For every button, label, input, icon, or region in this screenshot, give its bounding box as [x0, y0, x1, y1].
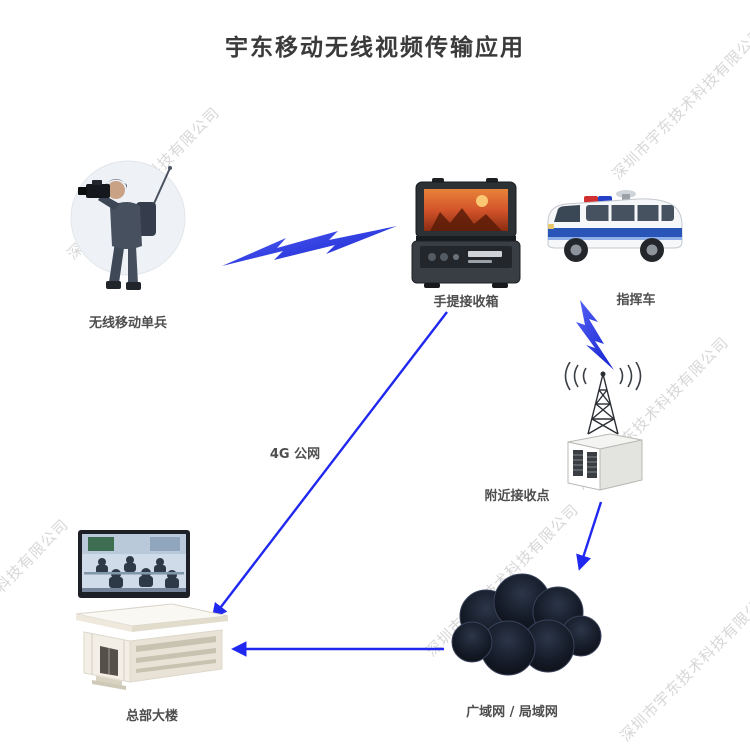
watermark-text: 深圳市宇东技术科技有限公司 [0, 515, 73, 676]
lightning-bolt-icon [222, 226, 397, 266]
arrow-tower-to-cloud [576, 501, 603, 571]
lightning-bolt-icon [576, 300, 614, 370]
command-vehicle-illustration [547, 190, 683, 262]
label-receiver-case: 手提接收箱 [433, 295, 499, 310]
label-command-vehicle: 指挥车 [616, 293, 656, 308]
label-network-cloud: 广域网 / 局域网 [466, 705, 558, 720]
soldier-illustration [70, 160, 186, 290]
label-soldier: 无线移动单兵 [88, 316, 168, 331]
label-receive-point: 附近接收点 [484, 489, 550, 504]
arrow-case-to-hq [211, 311, 448, 620]
page-title: 宇东移动无线视频传输应用 [225, 35, 525, 61]
receive-point-illustration [564, 362, 643, 491]
label-headquarters: 总部大楼 [125, 709, 179, 724]
label-4g-network: 4G 公网 [269, 447, 321, 462]
headquarters-illustration [75, 530, 229, 690]
receiver-case-illustration [411, 178, 521, 288]
network-cloud-illustration [451, 573, 602, 676]
watermark-text: 深圳市宇东技术科技有限公司 [616, 585, 750, 746]
